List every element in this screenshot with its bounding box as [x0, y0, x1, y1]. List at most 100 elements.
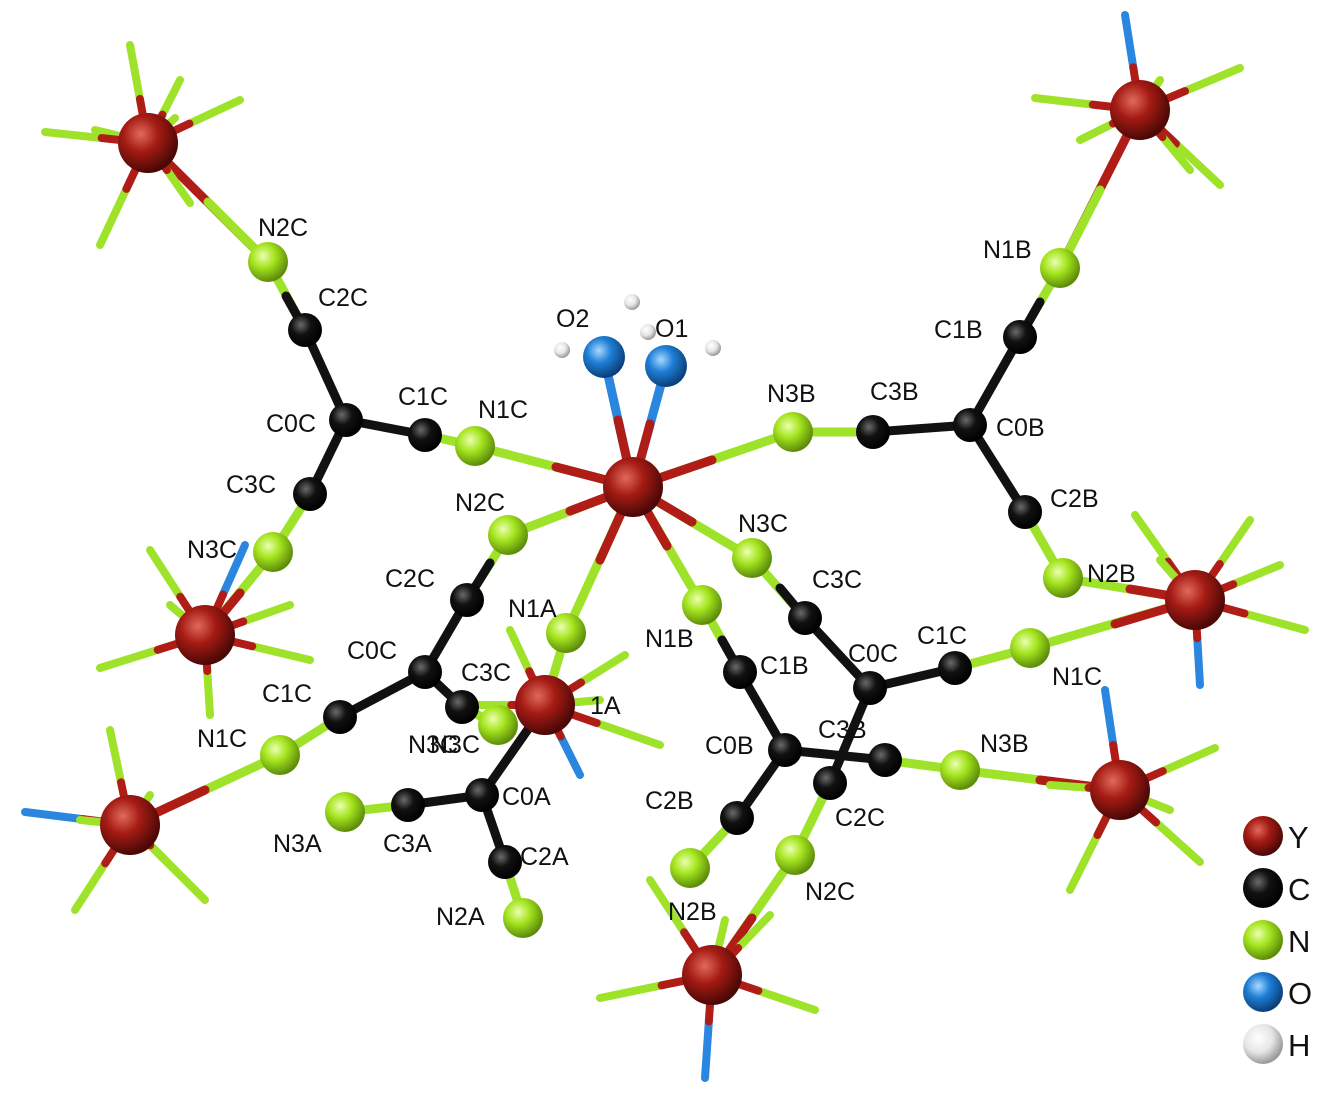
- hydrogen-atom: [705, 340, 721, 356]
- atom-label: C0B: [705, 732, 754, 760]
- legend-label-y: Y: [1288, 820, 1309, 855]
- oxygen-atom: [645, 345, 687, 387]
- yttrium-atom: [1165, 570, 1225, 630]
- carbon-atom: [868, 743, 902, 777]
- atom-label: C2C: [385, 565, 435, 593]
- nitrogen-atom: [732, 538, 772, 578]
- nitrogen-atom: [940, 750, 980, 790]
- carbon-atom: [445, 690, 479, 724]
- yttrium-atom: [175, 605, 235, 665]
- atom-label: N2C: [805, 878, 855, 906]
- carbon-atom: [1008, 495, 1042, 529]
- nitrogen-atom: [488, 515, 528, 555]
- atom-label: C0B: [996, 414, 1045, 442]
- yttrium-atom: [603, 457, 663, 517]
- atom-label: C1C: [917, 622, 967, 650]
- oxygen-atom: [583, 336, 625, 378]
- atom-label: C2B: [1050, 485, 1099, 513]
- atom-label: C0A: [502, 783, 551, 811]
- atom-label: C2A: [520, 843, 569, 871]
- nitrogen-atom: [325, 792, 365, 832]
- atom-layer: [100, 80, 1225, 1005]
- atom-label: N3C: [738, 510, 788, 538]
- carbon-atom: [813, 766, 847, 800]
- nitrogen-atom: [1040, 248, 1080, 288]
- atom-label: N1C: [1052, 663, 1102, 691]
- nitrogen-atom: [503, 898, 543, 938]
- carbon-atom: [488, 845, 522, 879]
- nitrogen-atom: [670, 848, 710, 888]
- atom-label: C2B: [645, 787, 694, 815]
- legend-swatch-n: [1243, 920, 1283, 960]
- atom-label: N1A: [508, 595, 557, 623]
- nitrogen-atom: [546, 613, 586, 653]
- carbon-atom: [293, 477, 327, 511]
- atom-label: 1A: [590, 692, 621, 720]
- nitrogen-atom: [260, 735, 300, 775]
- carbon-atom: [288, 313, 322, 347]
- yttrium-atom: [1090, 760, 1150, 820]
- legend-label-n: N: [1288, 924, 1310, 959]
- atom-label: C3C: [226, 471, 276, 499]
- carbon-atom: [768, 733, 802, 767]
- carbon-atom: [720, 801, 754, 835]
- carbon-atom: [723, 655, 757, 689]
- carbon-atom: [938, 651, 972, 685]
- legend-swatch-c: [1243, 868, 1283, 908]
- atom-label: N3C: [408, 731, 458, 759]
- carbon-atom: [391, 788, 425, 822]
- nitrogen-atom: [478, 705, 518, 745]
- atom-label: N2A: [436, 903, 485, 931]
- atom-label: O1: [655, 315, 688, 343]
- atom-label: C0C: [347, 637, 397, 665]
- atom-label: N3B: [767, 380, 816, 408]
- atom-label: C1B: [760, 652, 809, 680]
- atom-label: C3A: [383, 830, 432, 858]
- yttrium-atom: [682, 945, 742, 1005]
- atom-label: C3C: [461, 659, 511, 687]
- atom-label: N2B: [1087, 560, 1136, 588]
- carbon-atom: [853, 671, 887, 705]
- atom-label: C2C: [835, 804, 885, 832]
- legend-swatch-o: [1243, 972, 1283, 1012]
- legend-label-o: O: [1288, 976, 1312, 1011]
- atom-label: O2: [556, 305, 589, 333]
- atom-label: C3B: [818, 716, 867, 744]
- yttrium-atom: [118, 113, 178, 173]
- carbon-atom: [1003, 320, 1037, 354]
- atom-label: N3B: [980, 730, 1029, 758]
- carbon-atom: [408, 418, 442, 452]
- carbon-atom: [953, 408, 987, 442]
- atom-label: C3B: [870, 378, 919, 406]
- legend-label-c: C: [1288, 872, 1310, 907]
- carbon-atom: [329, 403, 363, 437]
- legend-label-h: H: [1288, 1028, 1310, 1063]
- carbon-atom: [856, 415, 890, 449]
- atom-label: C3C: [812, 566, 862, 594]
- carbon-atom: [450, 583, 484, 617]
- yttrium-atom: [1110, 80, 1170, 140]
- nitrogen-atom: [775, 835, 815, 875]
- atom-label: C0C: [266, 410, 316, 438]
- nitrogen-atom: [682, 585, 722, 625]
- atom-label: N1B: [983, 236, 1032, 264]
- atom-label: N3C: [187, 536, 237, 564]
- atom-label: N1C: [478, 396, 528, 424]
- atom-label: N3C: [430, 731, 480, 759]
- yttrium-atom: [515, 675, 575, 735]
- atom-label: N1C: [197, 725, 247, 753]
- nitrogen-atom: [1010, 628, 1050, 668]
- nitrogen-atom: [773, 412, 813, 452]
- atom-label: C1C: [262, 680, 312, 708]
- nitrogen-atom: [248, 242, 288, 282]
- nitrogen-atom: [1043, 558, 1083, 598]
- atom-label: C0C: [848, 640, 898, 668]
- nitrogen-atom: [455, 426, 495, 466]
- carbon-atom: [323, 700, 357, 734]
- atom-label: N1B: [645, 625, 694, 653]
- legend-swatch-h: [1243, 1024, 1283, 1064]
